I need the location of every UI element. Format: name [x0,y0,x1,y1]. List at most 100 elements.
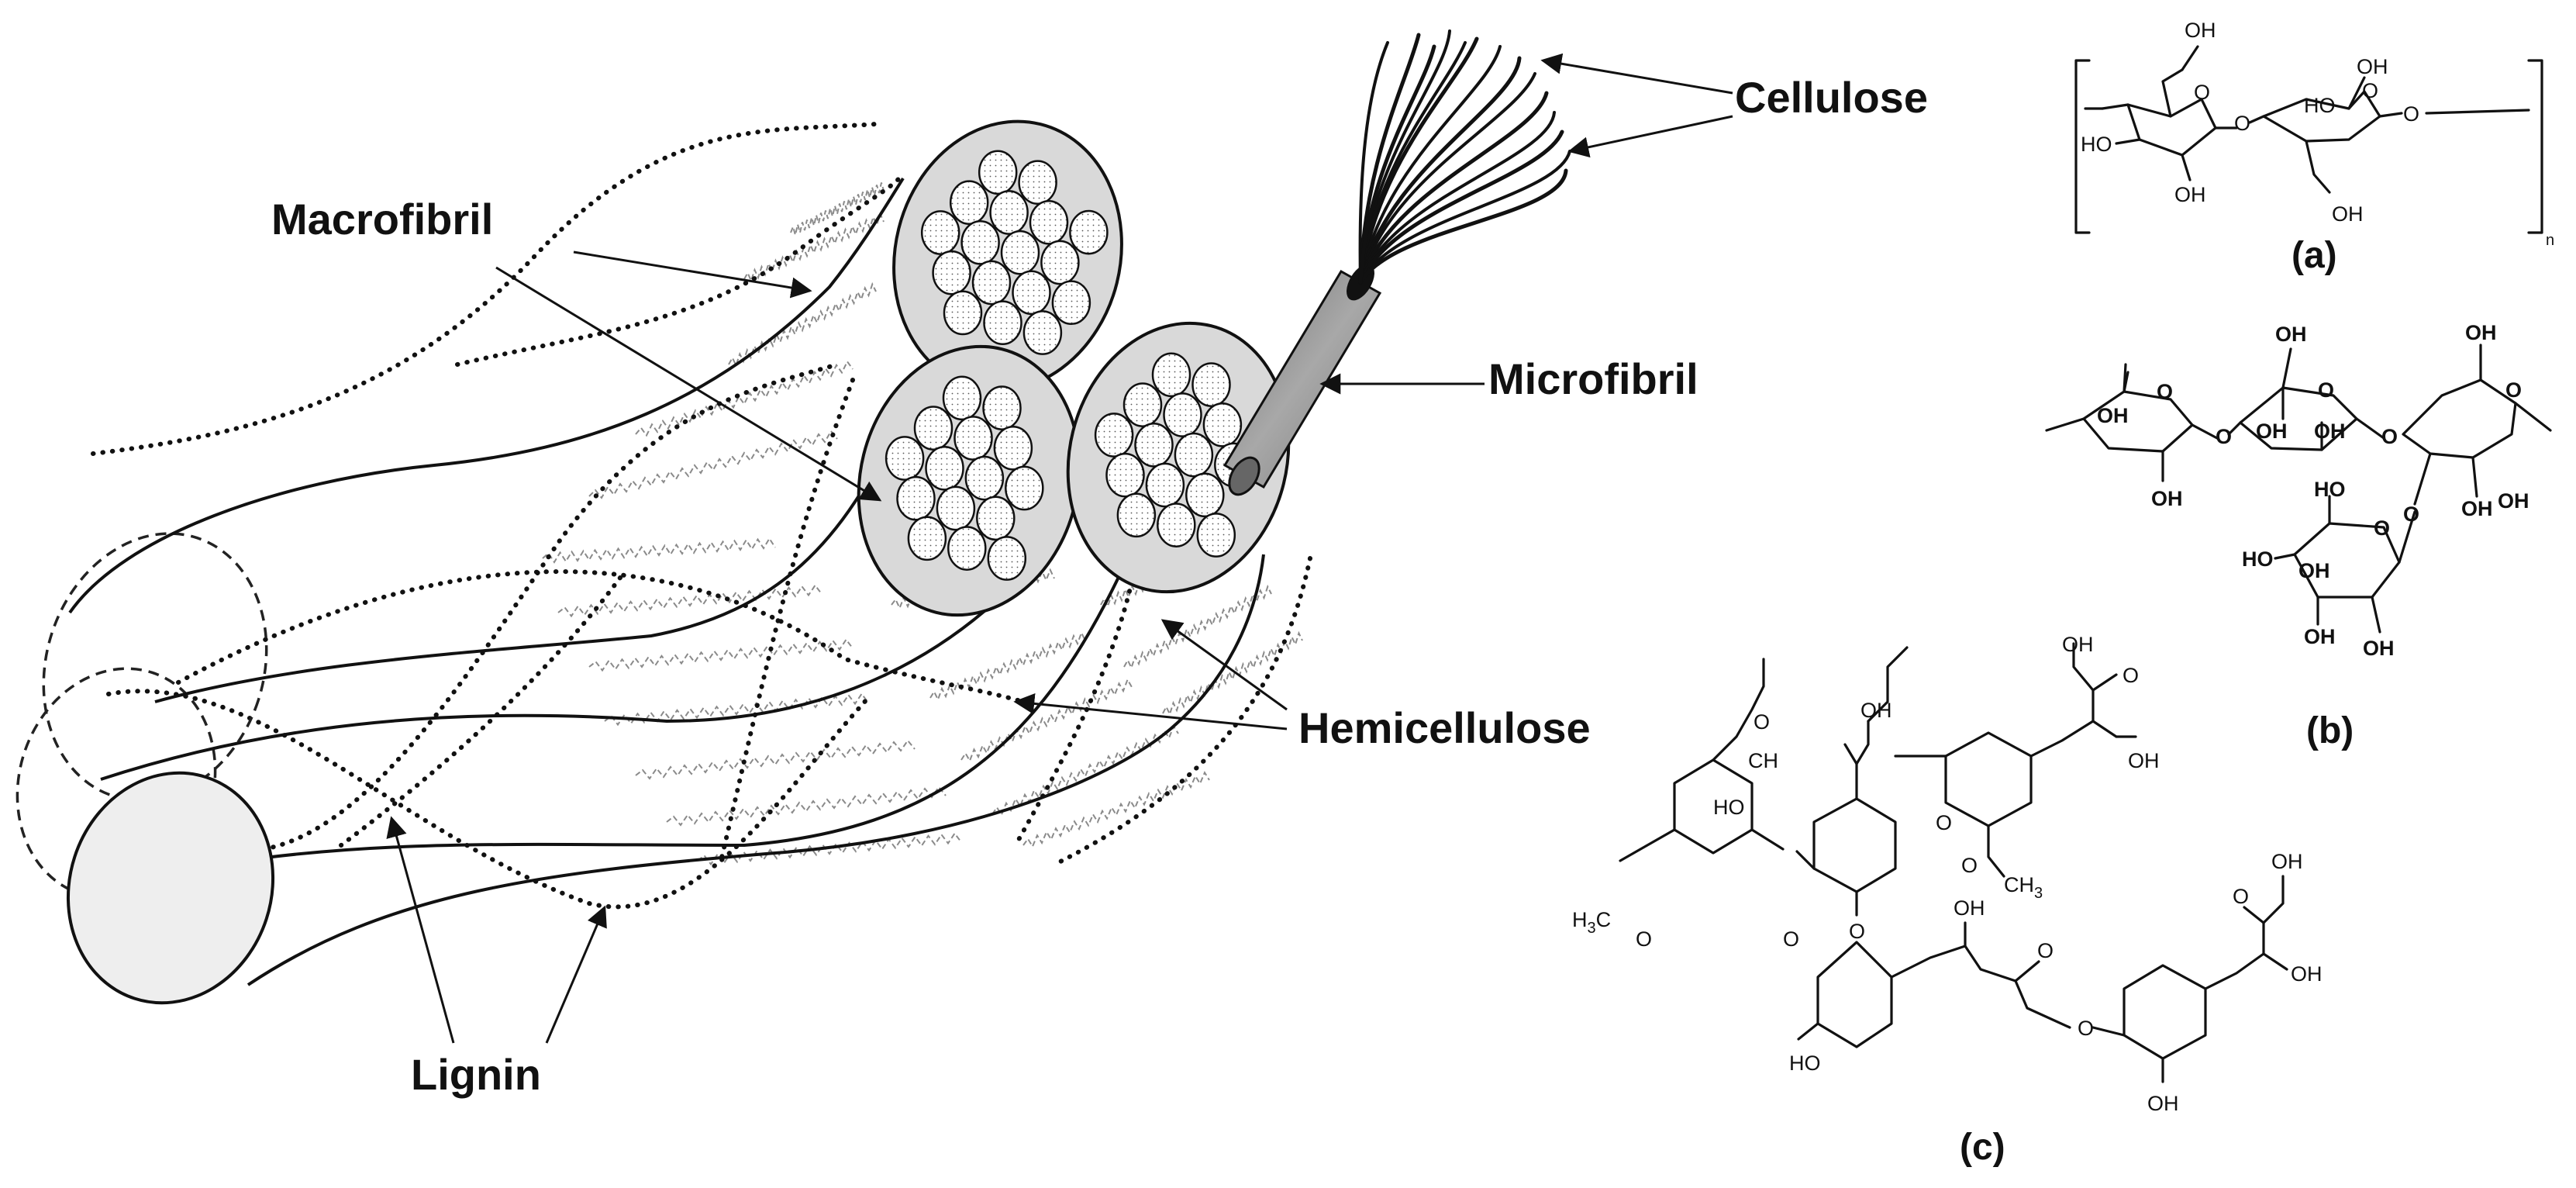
hemicellulose-strand [790,182,885,236]
chem-oh: OH [1860,699,1892,722]
macrofibril-outline [68,177,905,614]
microfibril-cell [1000,230,1040,275]
chem-oh: OH [2357,55,2388,78]
cellulose-chain [1359,111,1556,284]
microfibril-cell [978,150,1018,195]
hemicellulose-strand [666,786,947,827]
microfibril-cell [1022,310,1063,355]
chem-oh: OH [2097,404,2129,427]
hemicellulose-strand [635,360,853,437]
chem-o: O [2381,425,2398,448]
chem-o: O [2233,885,2249,908]
microfibril-cell [1069,209,1109,255]
microfibril-cell [1202,402,1243,447]
cellulose-chain [1358,41,1389,284]
chem-o: O [2403,102,2419,126]
chem-ch: CH [1748,749,1778,772]
microfibril-cell [1196,513,1236,558]
chem-o: O [2374,516,2390,540]
lignin-structure: O CH H3C O O HO OH O O CH3 OH O OH O HO … [1572,633,2323,1168]
fibre-inner-ring [42,532,268,802]
cellulose-chain [1358,33,1421,285]
hemicellulose-strand [929,630,1086,702]
macrofibril-arrow [573,250,812,299]
chem-o: O [1849,920,1865,943]
panel-label-c: (c) [1960,1127,2005,1168]
chem-o: O [2123,664,2139,687]
chem-o: O [2194,81,2210,104]
cellulose-chain [1359,150,1571,284]
hemicellulose-label: Hemicellulose [1298,703,1591,752]
cellulose-chain [1358,56,1522,285]
microfibril-cell [960,219,1000,265]
chem-oh: OH [2461,497,2493,520]
chem-n: n [2546,232,2554,249]
chem-oh: OH [2332,202,2364,226]
hemicellulose-strand [743,212,885,283]
chem-oh: OH [2363,637,2395,660]
hemicellulose-strand [542,537,776,564]
microfibril-cell [953,416,993,461]
chem-o: O [2403,502,2419,526]
chem-oh: OH [2465,321,2497,344]
chem-oh: OH [2174,183,2206,206]
microfibril-cell [949,180,989,226]
chem-oh: OH [2185,19,2216,42]
microfibril-cell [920,210,960,255]
chem-oh: OH [2256,420,2288,443]
chem-o: O [2505,378,2522,402]
cellulose-arrow [1567,115,1733,158]
hemicellulose-strand [588,430,838,499]
microfibril-cell [1105,452,1145,498]
lignin-arrow [545,905,607,1044]
chem-o: O [2362,79,2378,102]
cellulose-chain [1358,44,1436,285]
microfibril-cell [1116,492,1157,538]
microfibril-cell [1012,270,1051,316]
lignin-arrow [386,816,455,1044]
chem-oh: OH [2304,625,2336,648]
chem-ho: HO [2081,133,2112,156]
chem-o: O [1783,927,1799,951]
fibre-cross-section [66,771,275,1005]
microfibril-cell [885,436,925,481]
cellulose-structure: OH HO OH O O HO OH O O OH n (a) [2074,19,2554,276]
chem-oh: OH [2147,1092,2179,1115]
chem-oh: OH [2062,633,2094,656]
microfibril-cell [964,455,1005,501]
chem-oh: OH [2498,489,2529,513]
chem-o: O [2078,1017,2094,1040]
microfibril-cell [987,536,1027,581]
microfibril-cell [907,516,947,561]
microfibril-cell [1051,280,1091,326]
hemicellulose-strand [991,724,1179,817]
chem-oh: OH [2151,487,2183,510]
cellulose-chain [1359,41,1467,284]
chem-o: O [2037,939,2054,962]
chem-o: O [1636,927,1652,951]
chem-o: O [1961,854,1978,877]
panel-label-b: (b) [2306,710,2354,751]
chem-o: O [2216,425,2232,448]
hemicellulose-strand [635,739,916,780]
cellulose-chain [1358,130,1564,285]
microfibril-cell [1122,382,1163,427]
cellulose-chains [1358,29,1571,285]
chem-oh: OH [2291,962,2323,986]
chem-oh: OH [2314,420,2346,443]
chem-ho: HO [1713,796,1745,819]
hemicellulose-strand [604,692,869,727]
hemicellulose-strand [1022,771,1210,848]
chem-o: O [2157,380,2173,403]
microfibril-cell [947,526,987,571]
microfibril-cell [1040,240,1080,285]
hemicellulose-strand [1162,630,1303,717]
microfibril-cell [1094,413,1134,458]
microfibril-cell [943,290,983,336]
microfibril-cell [1018,160,1057,205]
chem-oh: OH [2271,850,2303,873]
microfibril-cell [1191,362,1231,407]
macrofibril-label: Macrofibril [271,195,493,243]
microfibril-cell [1157,502,1196,547]
